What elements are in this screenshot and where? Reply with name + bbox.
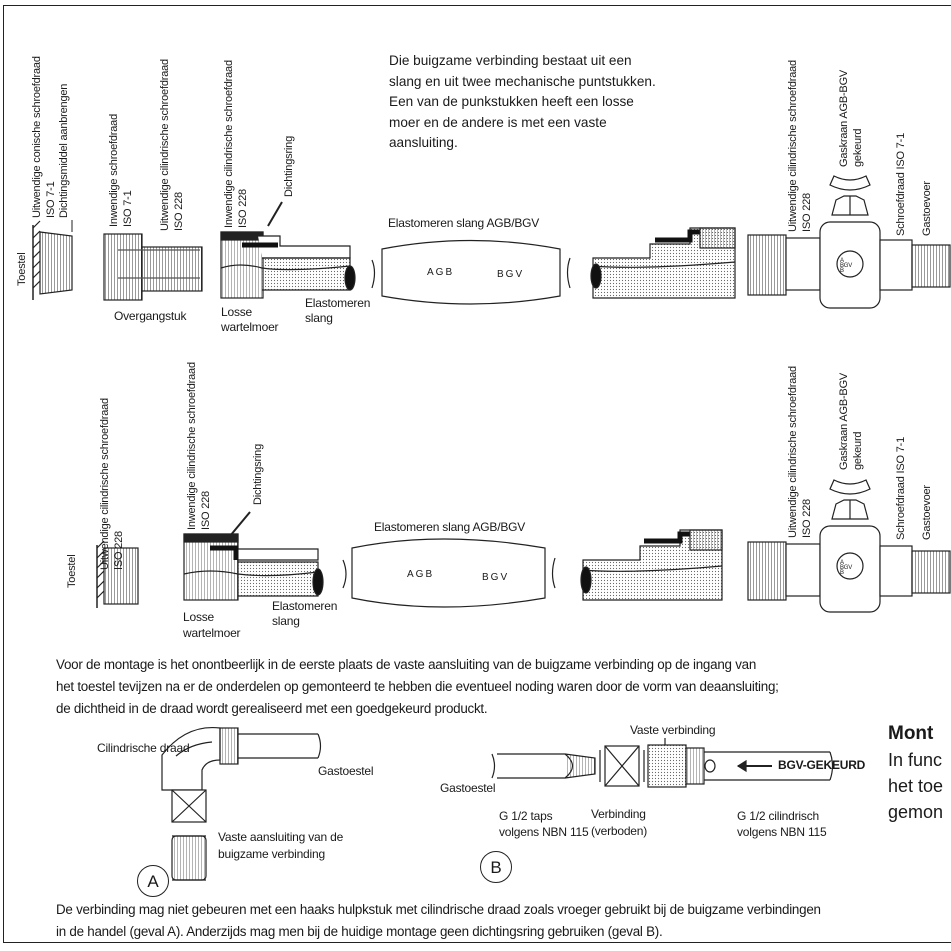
label-r-ext-cyl-iso: ISO 228 (801, 193, 813, 232)
valve-mark-b: B (840, 268, 844, 274)
valve-mark-a: A (840, 258, 844, 264)
label-hose-title-2: Elastomeren slang AGB/BGV (374, 520, 526, 534)
label-hose-title: Elastomeren slang AGB/BGV (388, 216, 540, 230)
hose-print-bgv: BGV (497, 269, 525, 280)
label-int-thread-iso: ISO 7-1 (122, 190, 134, 227)
side-title: Mont (888, 723, 934, 744)
label-gastoestel-b: Gastoestel (440, 781, 496, 795)
side-line: gemon (888, 802, 944, 822)
paragraph-1-line: Voor de montage is het onontbeerlijk in … (56, 657, 757, 672)
label-sealant: Dichtingsmiddel aanbrengen (58, 83, 70, 218)
label-verboden: (verboden) (591, 824, 648, 838)
label-slang: slang (305, 311, 333, 325)
label-gastoevoer-2: Gastoevoer (921, 485, 933, 540)
label-buigzame-verbinding: buigzame verbinding (218, 847, 325, 861)
label-gaskraan: Gaskraan AGB-BGV (838, 69, 850, 167)
label-gaskraan-2: Gaskraan AGB-BGV (838, 372, 850, 470)
label-dichtingsring-2: Dichtingsring (252, 444, 264, 505)
figure-a-drawing (161, 726, 322, 881)
intro-text: Die buigzame verbinding bestaat uit een … (389, 51, 656, 154)
label-ext-cyl-2: Uitwendige cilindrische schroefdraad (99, 398, 111, 570)
intro-line: Een van de punkstukken heeft een losse (389, 94, 634, 109)
leader-lines (71, 201, 283, 537)
hose-print-bgv-2: BGV (482, 572, 510, 583)
label-ext-conic-iso: ISO 7-1 (45, 181, 57, 218)
label-toestel-2: Toestel (66, 554, 78, 588)
label-r-ext-cyl-iso-2: ISO 228 (801, 499, 813, 538)
label-cilindrisch: G 1/2 cilindrisch (737, 809, 819, 823)
top-row-drawing (32, 175, 951, 309)
label-taps: G 1/2 taps (499, 809, 553, 823)
label-int-cyl: Inwendige cilindrische schroefdraad (223, 60, 235, 228)
label-ext-cyl-iso-2: ISO 228 (113, 531, 125, 570)
side-line: het toe (888, 776, 944, 796)
label-vaste-verbinding: Vaste verbinding (630, 723, 716, 737)
label-gastoevoer: Gastoevoer (921, 181, 933, 236)
valve-mark-bgv-2: BGV (840, 565, 853, 571)
paragraph-2-line: De verbinding mag niet gebeuren met een … (56, 902, 821, 917)
figure-b-drawing (491, 738, 834, 788)
label-r-ext-cyl-2: Uitwendige cilindrische schroefdraad (787, 366, 799, 538)
side-text: Mont In func het toe gemon (888, 720, 943, 825)
label-int-cyl-iso: ISO 228 (237, 189, 249, 228)
label-cilindrisch-nbn: volgens NBN 115 (737, 825, 827, 839)
label-schroefdraad-2: Schroefdraad ISO 7-1 (895, 436, 907, 540)
label-wartelmoer: wartelmoer (221, 320, 279, 334)
label-int-thread: Inwendige schroefdraad (108, 113, 120, 227)
paragraph-2-line: in de handel (geval A). Anderzijds mag m… (56, 924, 663, 939)
intro-line: Die buigzame verbinding bestaat uit een (389, 53, 632, 68)
paragraph-1-line: de dichtheid in de draad wordt gerealise… (56, 701, 488, 716)
label-elastomeren-2: Elastomeren (272, 599, 338, 613)
label-dichtingsring: Dichtingsring (283, 136, 295, 197)
label-ext-conic: Uitwendige conische schroefdraad (31, 56, 43, 218)
valve-mark-bgv: BGV (840, 263, 853, 269)
side-line: In func (888, 750, 943, 770)
label-vaste-aansluiting: Vaste aansluiting van de (218, 830, 344, 844)
label-int-cyl-iso-2: ISO 228 (200, 491, 212, 530)
label-slang-2: slang (272, 614, 300, 628)
valve-mark-b-2: B (840, 570, 844, 576)
label-cyl-draad: Cilindrische draad (97, 741, 190, 755)
figure-a-marker: A (137, 865, 169, 897)
label-gaskraan-gekeurd-2: gekeurd (852, 431, 864, 470)
label-losse-2: Losse (183, 610, 215, 624)
label-bgv-gekeurd: BGV-GEKEURD (778, 758, 866, 772)
hose-print-agb: AGB (427, 267, 455, 278)
bottom-row-drawing (96, 479, 951, 613)
label-elastomeren: Elastomeren (305, 296, 371, 310)
intro-line: aansluiting. (389, 135, 458, 150)
paragraph-1-line: het toestel tevijzen na er de onderdelen… (56, 679, 779, 694)
label-verbinding: Verbinding (591, 807, 646, 821)
label-ext-cyl-iso: ISO 228 (173, 192, 185, 231)
valve-mark-a-2: A (840, 560, 844, 566)
label-overgangstuk: Overgangstuk (114, 309, 187, 323)
intro-line: slang en uit twee mechanische puntstukke… (389, 73, 656, 89)
figure-b-marker: B (480, 851, 512, 883)
diagram-frame (3, 5, 951, 943)
label-wartelmoer-2: wartelmoer (183, 626, 241, 640)
label-toestel: Toestel (16, 252, 28, 286)
label-losse: Losse (221, 305, 253, 319)
label-taps-nbn: volgens NBN 115 (499, 825, 589, 839)
label-gastoestel-a: Gastoestel (318, 764, 374, 778)
hose-print-agb-2: AGB (407, 569, 435, 580)
label-schroefdraad: Schroefdraad ISO 7-1 (895, 132, 907, 236)
label-r-ext-cyl: Uitwendige cilindrische schroefdraad (787, 60, 799, 232)
label-gaskraan-gekeurd: gekeurd (852, 128, 864, 167)
label-ext-cyl: Uitwendige cilindrische schroefdraad (159, 59, 171, 231)
intro-line: moer en de andere is met een vaste (389, 114, 607, 130)
label-int-cyl-2: Inwendige cilindrische schroefdraad (186, 362, 198, 530)
